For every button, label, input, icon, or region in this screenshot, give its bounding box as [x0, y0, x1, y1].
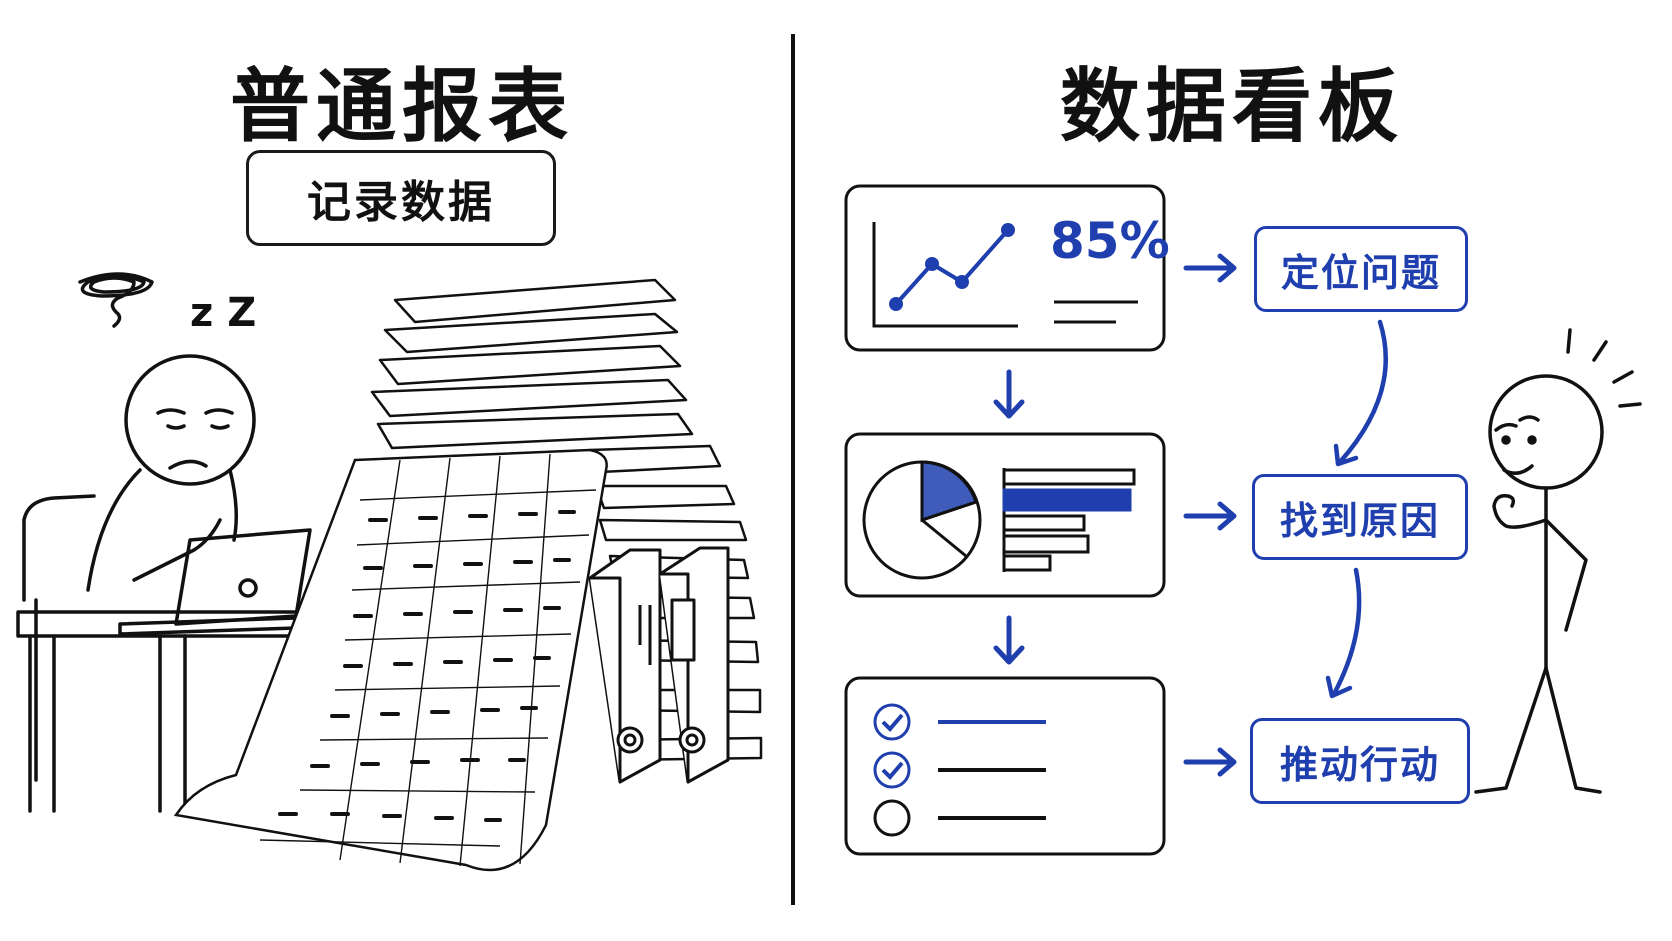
step-find-cause: 找到原因	[1252, 474, 1468, 560]
pie-chart-icon	[862, 460, 982, 580]
binder-icon	[588, 546, 730, 784]
spreadsheet-sheet	[173, 448, 608, 872]
thinking-person-icon	[1474, 328, 1642, 794]
checklist-icon	[873, 703, 1046, 837]
left-title: 普通报表	[230, 60, 574, 153]
kpi-value: 85%	[1050, 212, 1170, 270]
down-arrow-icon	[993, 369, 1025, 665]
sleeping-person-icon	[16, 272, 320, 813]
sleep-zz: z Z	[190, 290, 257, 336]
checklist-panel	[844, 676, 1166, 856]
step-drive-action: 推动行动	[1250, 718, 1470, 804]
step-locate-problem: 定位问题	[1254, 226, 1468, 312]
right-arrow-icon	[1183, 253, 1237, 777]
record-data-tag: 记录数据	[246, 150, 556, 246]
kpi-panel	[844, 184, 1166, 352]
bar-chart-icon	[1002, 468, 1136, 572]
line-chart-icon	[872, 222, 1138, 328]
right-title: 数据看板	[1060, 60, 1404, 153]
flow-arrow-icon	[1325, 319, 1388, 699]
